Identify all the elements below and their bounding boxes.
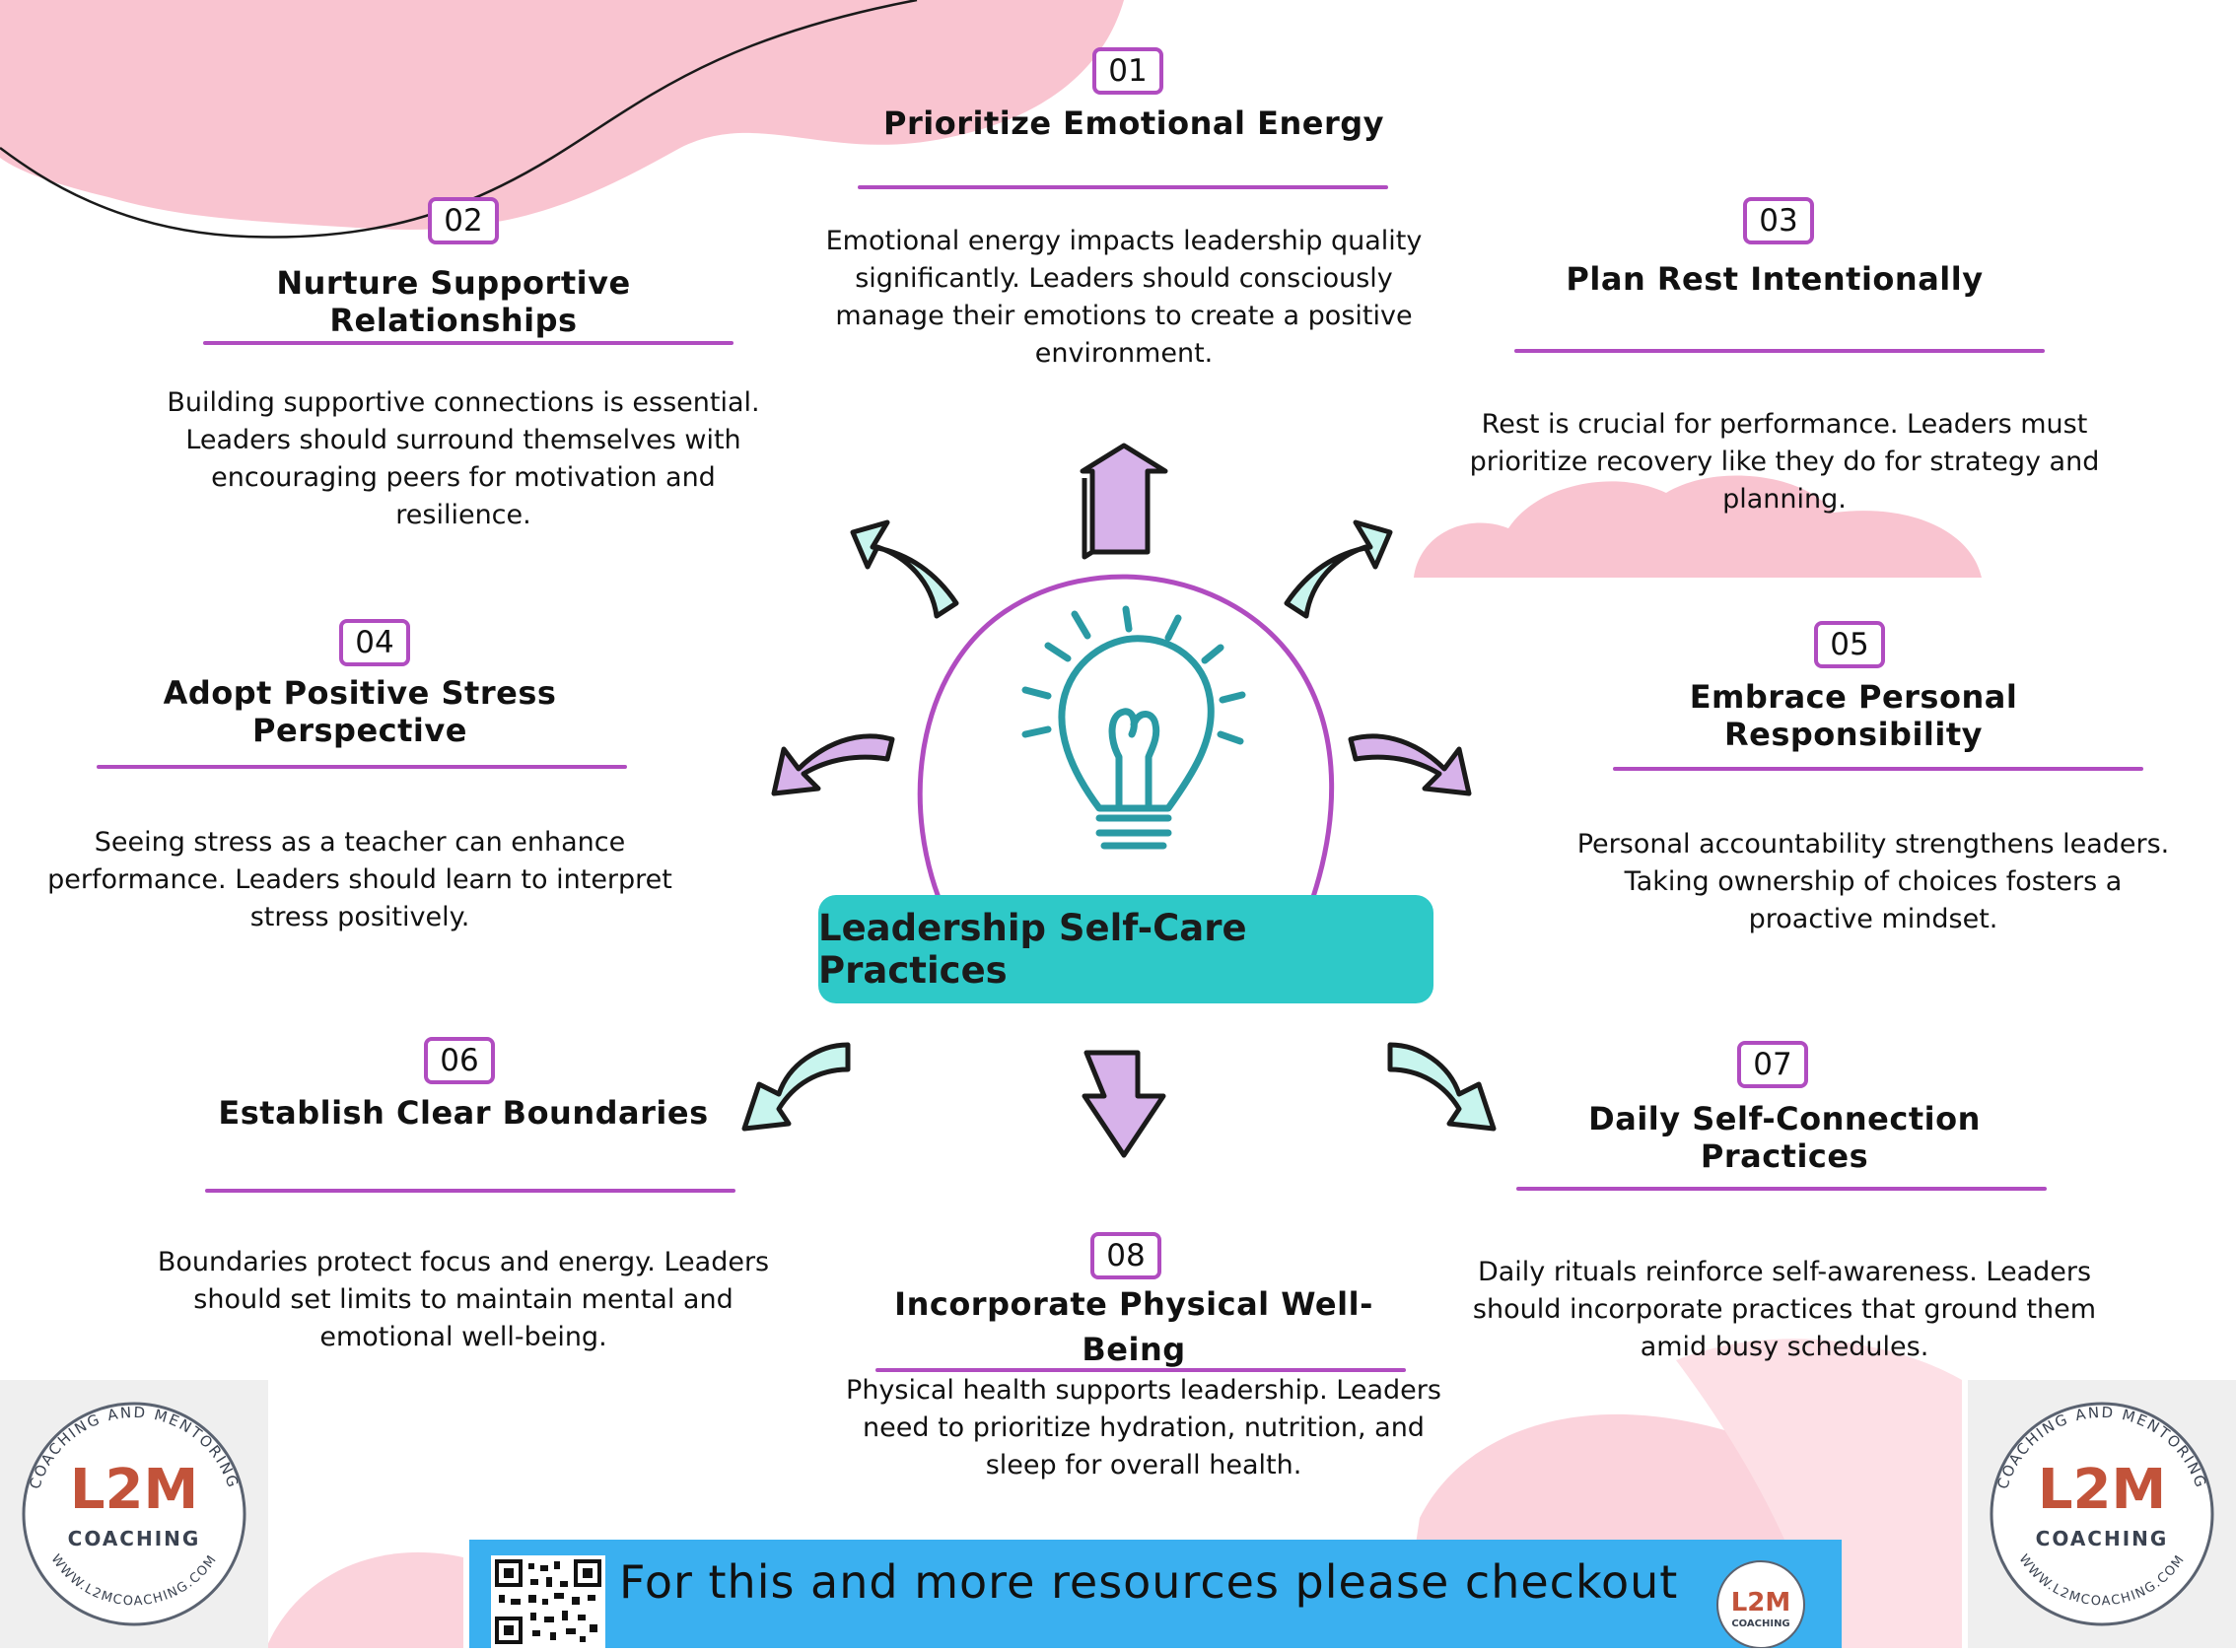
svg-text:COACHING: COACHING	[1731, 1618, 1789, 1629]
banner-text[interactable]: For this and more resources please check…	[619, 1555, 1679, 1609]
item-01-number: 01	[1092, 47, 1163, 95]
item-02-title: Nurture Supportive Relationships	[276, 264, 631, 339]
item-05-divider	[1613, 767, 2143, 771]
item-05-number: 05	[1814, 621, 1885, 668]
item-08-divider	[875, 1368, 1406, 1372]
item-01-title: Prioritize Emotional Energy	[883, 104, 1384, 142]
center-label: Leadership Self-Care Practices	[818, 895, 1433, 1003]
svg-text:L2M: L2M	[2038, 1458, 2166, 1522]
arrow-upper-left-icon	[850, 519, 959, 619]
item-04-divider	[97, 765, 627, 769]
logo-right: COACHING AND MENTORING WWW.L2MCOACHING.C…	[1968, 1380, 2236, 1648]
item-06-description: Boundaries protect focus and energy. Lea…	[157, 1247, 770, 1352]
item-06-divider	[205, 1189, 735, 1193]
qr-code-icon[interactable]	[491, 1555, 605, 1648]
l2m-logo-icon: COACHING AND MENTORING WWW.L2MCOACHING.C…	[1990, 1402, 2214, 1626]
svg-text:COACHING: COACHING	[68, 1527, 201, 1550]
arrow-lower-right-icon	[1387, 1042, 1497, 1132]
bottom-left-blob	[266, 1551, 463, 1648]
item-05-description: Personal accountability strengthens lead…	[1576, 829, 2170, 934]
item-03-number: 03	[1743, 197, 1814, 244]
item-04-number: 04	[339, 619, 410, 666]
resources-banner[interactable]: For this and more resources please check…	[469, 1540, 1842, 1648]
arrow-lower-left-icon	[741, 1042, 851, 1132]
svg-text:COACHING: COACHING	[2036, 1527, 2169, 1550]
l2m-logo-icon: COACHING AND MENTORING WWW.L2MCOACHING.C…	[22, 1402, 246, 1626]
item-02-divider	[203, 341, 734, 345]
item-07-number: 07	[1737, 1041, 1808, 1088]
arrow-left-upper-icon	[771, 733, 895, 796]
arrow-down-icon	[1082, 1050, 1166, 1158]
item-07-divider	[1516, 1187, 2047, 1191]
item-05-title: Embrace Personal Responsibility	[1689, 678, 2018, 753]
item-04-title: Adopt Positive Stress Perspective	[163, 674, 557, 749]
top-left-pink-blob	[0, 0, 1124, 231]
item-08-number: 08	[1090, 1232, 1161, 1279]
item-06-title: Establish Clear Boundaries	[218, 1094, 709, 1132]
right-cloud	[1414, 475, 1982, 578]
item-07-description: Daily rituals reinforce self-awareness. …	[1472, 1257, 2097, 1362]
item-02-description: Building supportive connections is essen…	[167, 387, 760, 530]
arrow-up-icon	[1080, 443, 1168, 555]
arrow-right-upper-icon	[1348, 733, 1472, 796]
arrow-upper-right-icon	[1284, 519, 1393, 619]
item-01-divider	[858, 185, 1388, 189]
item-06-number: 06	[424, 1037, 495, 1084]
item-03-title: Plan Rest Intentionally	[1566, 260, 1984, 298]
logo-left: COACHING AND MENTORING WWW.L2MCOACHING.C…	[0, 1380, 268, 1648]
item-08-title: Incorporate Physical Well- Being	[894, 1285, 1373, 1368]
item-01-description: Emotional energy impacts leadership qual…	[825, 226, 1423, 369]
lightbulb-icon	[1021, 605, 1246, 850]
svg-text:L2M: L2M	[1731, 1588, 1791, 1618]
bottom-right-blob-2	[1676, 1339, 1962, 1648]
item-04-description: Seeing stress as a teacher can enhance p…	[47, 827, 672, 932]
item-07-title: Daily Self-Connection Practices	[1588, 1100, 1981, 1175]
item-08-description: Physical health supports leadership. Lea…	[846, 1375, 1441, 1480]
item-02-number: 02	[428, 197, 499, 244]
item-03-divider	[1514, 349, 2045, 353]
svg-text:L2M: L2M	[70, 1458, 198, 1522]
center-circle	[917, 574, 1335, 919]
banner-logo-icon: L2M COACHING	[1716, 1560, 1805, 1648]
item-03-description: Rest is crucial for performance. Leaders…	[1469, 409, 2100, 515]
